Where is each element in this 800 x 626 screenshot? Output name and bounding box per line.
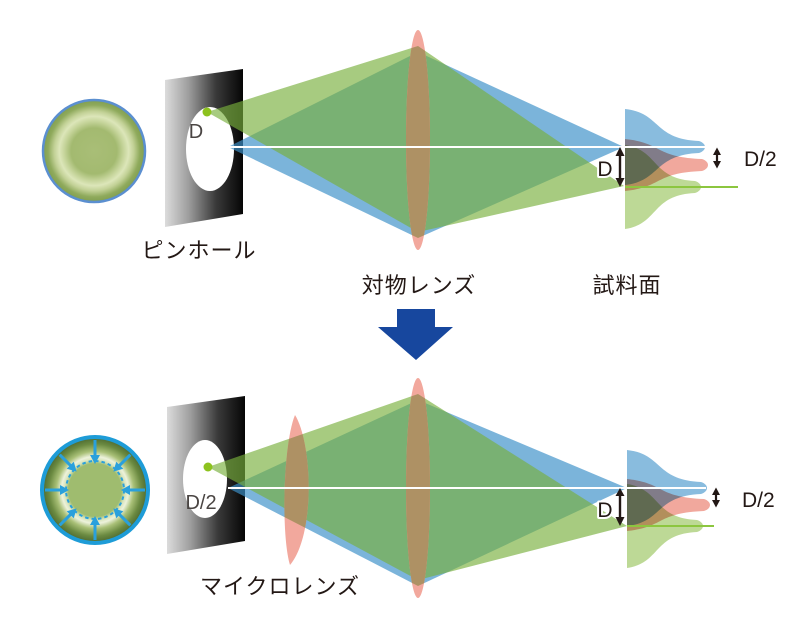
top-diagram: D D D/2 ピンホール 対物レンズ 試料面: [41, 30, 779, 298]
point-source-dot: [202, 107, 212, 117]
spot-size-arrow-bottom: [615, 488, 625, 526]
sample-image-disc: [41, 98, 147, 204]
spot-size-arrow: [615, 147, 625, 187]
down-arrow-icon: [378, 309, 453, 360]
aperture-size-label: D: [189, 121, 203, 143]
half-spot-label-bottom: D/2: [742, 489, 775, 512]
half-spot-arrow: [713, 147, 721, 169]
pinhole-aperture: [186, 107, 234, 191]
pinhole-caption: ピンホール: [141, 238, 256, 263]
point-source-dot-bottom: [203, 462, 213, 472]
bottom-diagram: D/2 D D/2 マイクロレンズ: [40, 378, 777, 599]
aperture-size-label-bottom: D/2: [185, 492, 216, 514]
objective-lens-caption: 対物レンズ: [362, 273, 477, 298]
pinhole-aperture-bottom: [183, 440, 227, 518]
objective-lens-beam-overlap: [406, 46, 430, 238]
micro-lens-caption: マイクロレンズ: [200, 574, 360, 599]
half-spot-label: D/2: [744, 148, 777, 171]
spot-size-label: D: [597, 158, 612, 181]
sample-plane-caption: 試料面: [592, 273, 661, 298]
half-spot-arrow-bottom: [712, 487, 720, 508]
spot-size-label-bottom: D: [597, 499, 612, 522]
